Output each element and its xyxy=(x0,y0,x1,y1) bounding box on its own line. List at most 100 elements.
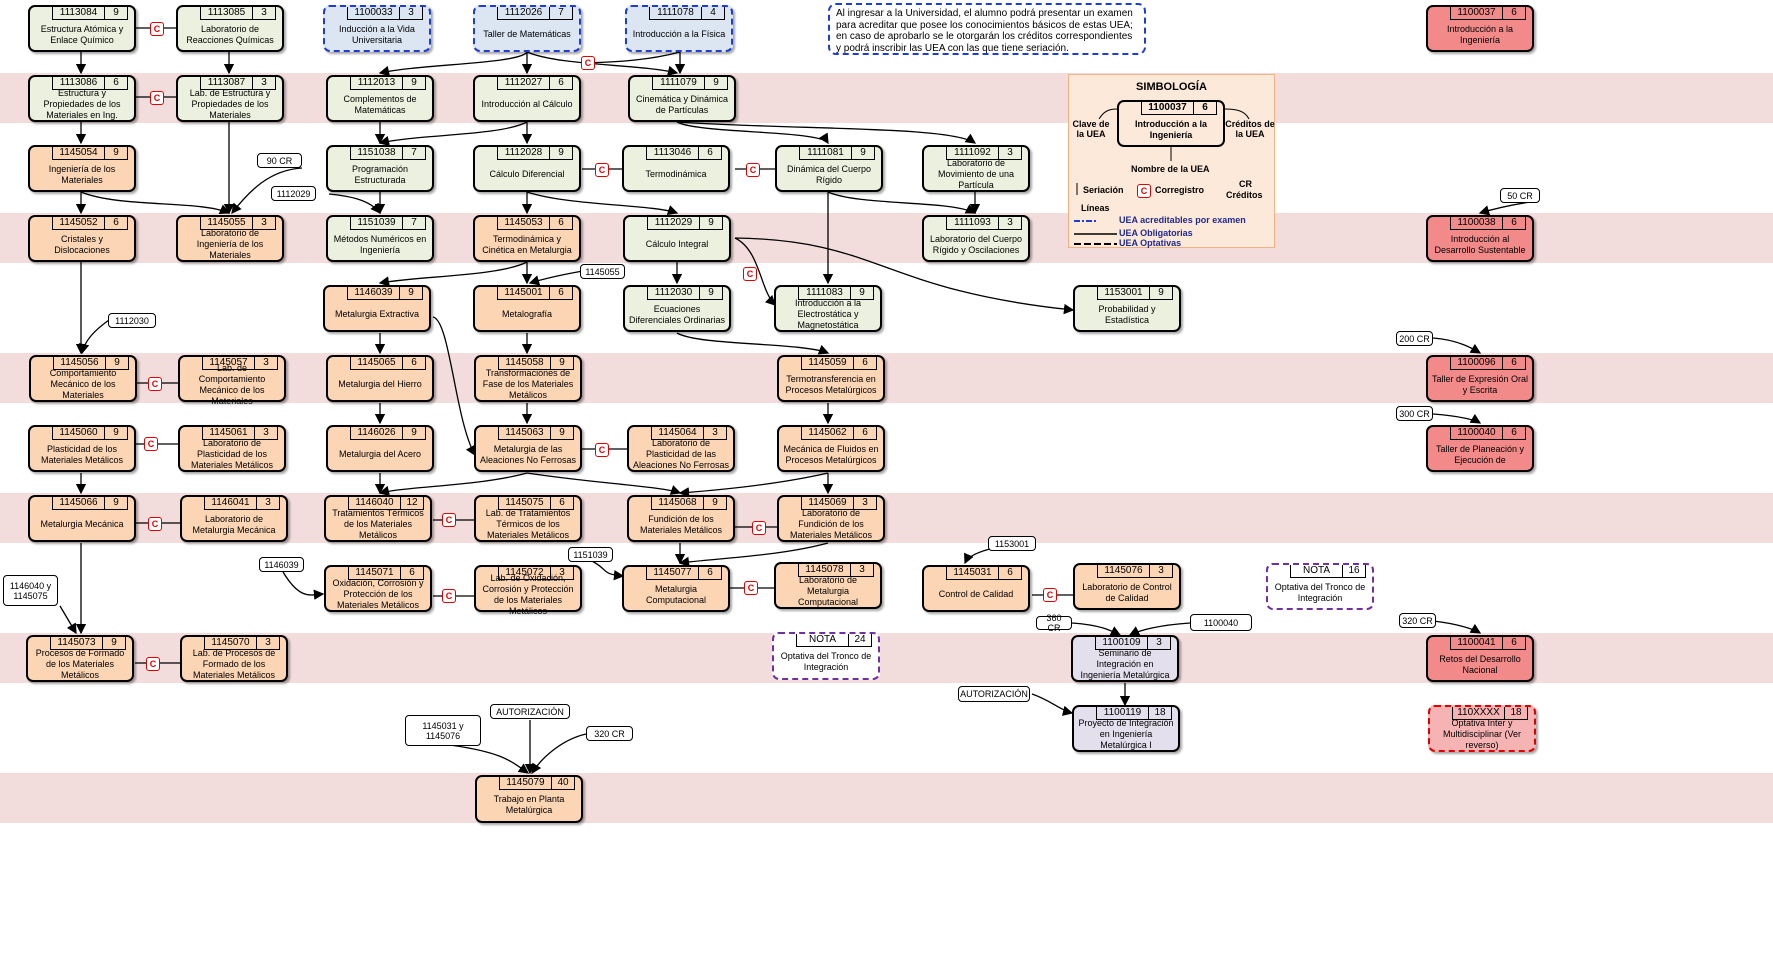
uea-name: Cinemática y Dinámica de Partículas xyxy=(635,93,729,115)
uea-name: Laboratorio del Cuerpo Rígido y Oscilaci… xyxy=(929,233,1023,255)
uea-code: 1145062 xyxy=(808,427,847,438)
uea-credits: 9 xyxy=(402,77,425,89)
corregistro-icon: C xyxy=(743,267,757,281)
uea-code: 1151038 xyxy=(357,147,396,158)
requirement-tag: 1153001 xyxy=(988,536,1036,551)
uea-credits: 7 xyxy=(549,7,572,19)
uea-credits: 6 xyxy=(104,77,127,89)
uea-credits: 3 xyxy=(998,147,1021,159)
corregistro-icon: C xyxy=(146,657,160,671)
uea-code: 1145072 xyxy=(505,567,544,578)
corregistro-icon: C xyxy=(150,91,164,105)
uea-credits: 6 xyxy=(698,567,721,579)
uea-name: Control de Calidad xyxy=(938,589,1014,599)
uea-name: Introducción a la Ingeniería xyxy=(1446,23,1514,45)
uea-code: 1100041 xyxy=(1457,637,1496,648)
corregistro-icon: C xyxy=(148,517,162,531)
uea-name: Metalurgia del Acero xyxy=(338,449,422,459)
uea-credits: 3 xyxy=(1147,637,1170,649)
uea-credits: 3 xyxy=(853,497,876,509)
uea-name: Taller de Planeación y Ejecución de xyxy=(1435,443,1525,465)
uea-credits: 9 xyxy=(549,147,572,159)
uea-code: 1145055 xyxy=(207,217,246,228)
uea-name: Termotransferencia en Procesos Metalúrgi… xyxy=(785,373,877,395)
uea-credits: 9 xyxy=(699,217,722,229)
uea-name: Plasticidad de los Materiales Metálicos xyxy=(40,443,124,465)
uea-credits: 3 xyxy=(254,357,277,369)
uea-credits: 6 xyxy=(549,287,572,299)
uea-code: 1145052 xyxy=(59,217,98,228)
uea-credits: 3 xyxy=(252,77,275,89)
uea-code: 1112026 xyxy=(504,7,543,18)
requirement-tag: 1100040 xyxy=(1190,614,1252,631)
uea-code: 1146026 xyxy=(357,427,396,438)
uea-code: 1100119 xyxy=(1103,707,1142,718)
